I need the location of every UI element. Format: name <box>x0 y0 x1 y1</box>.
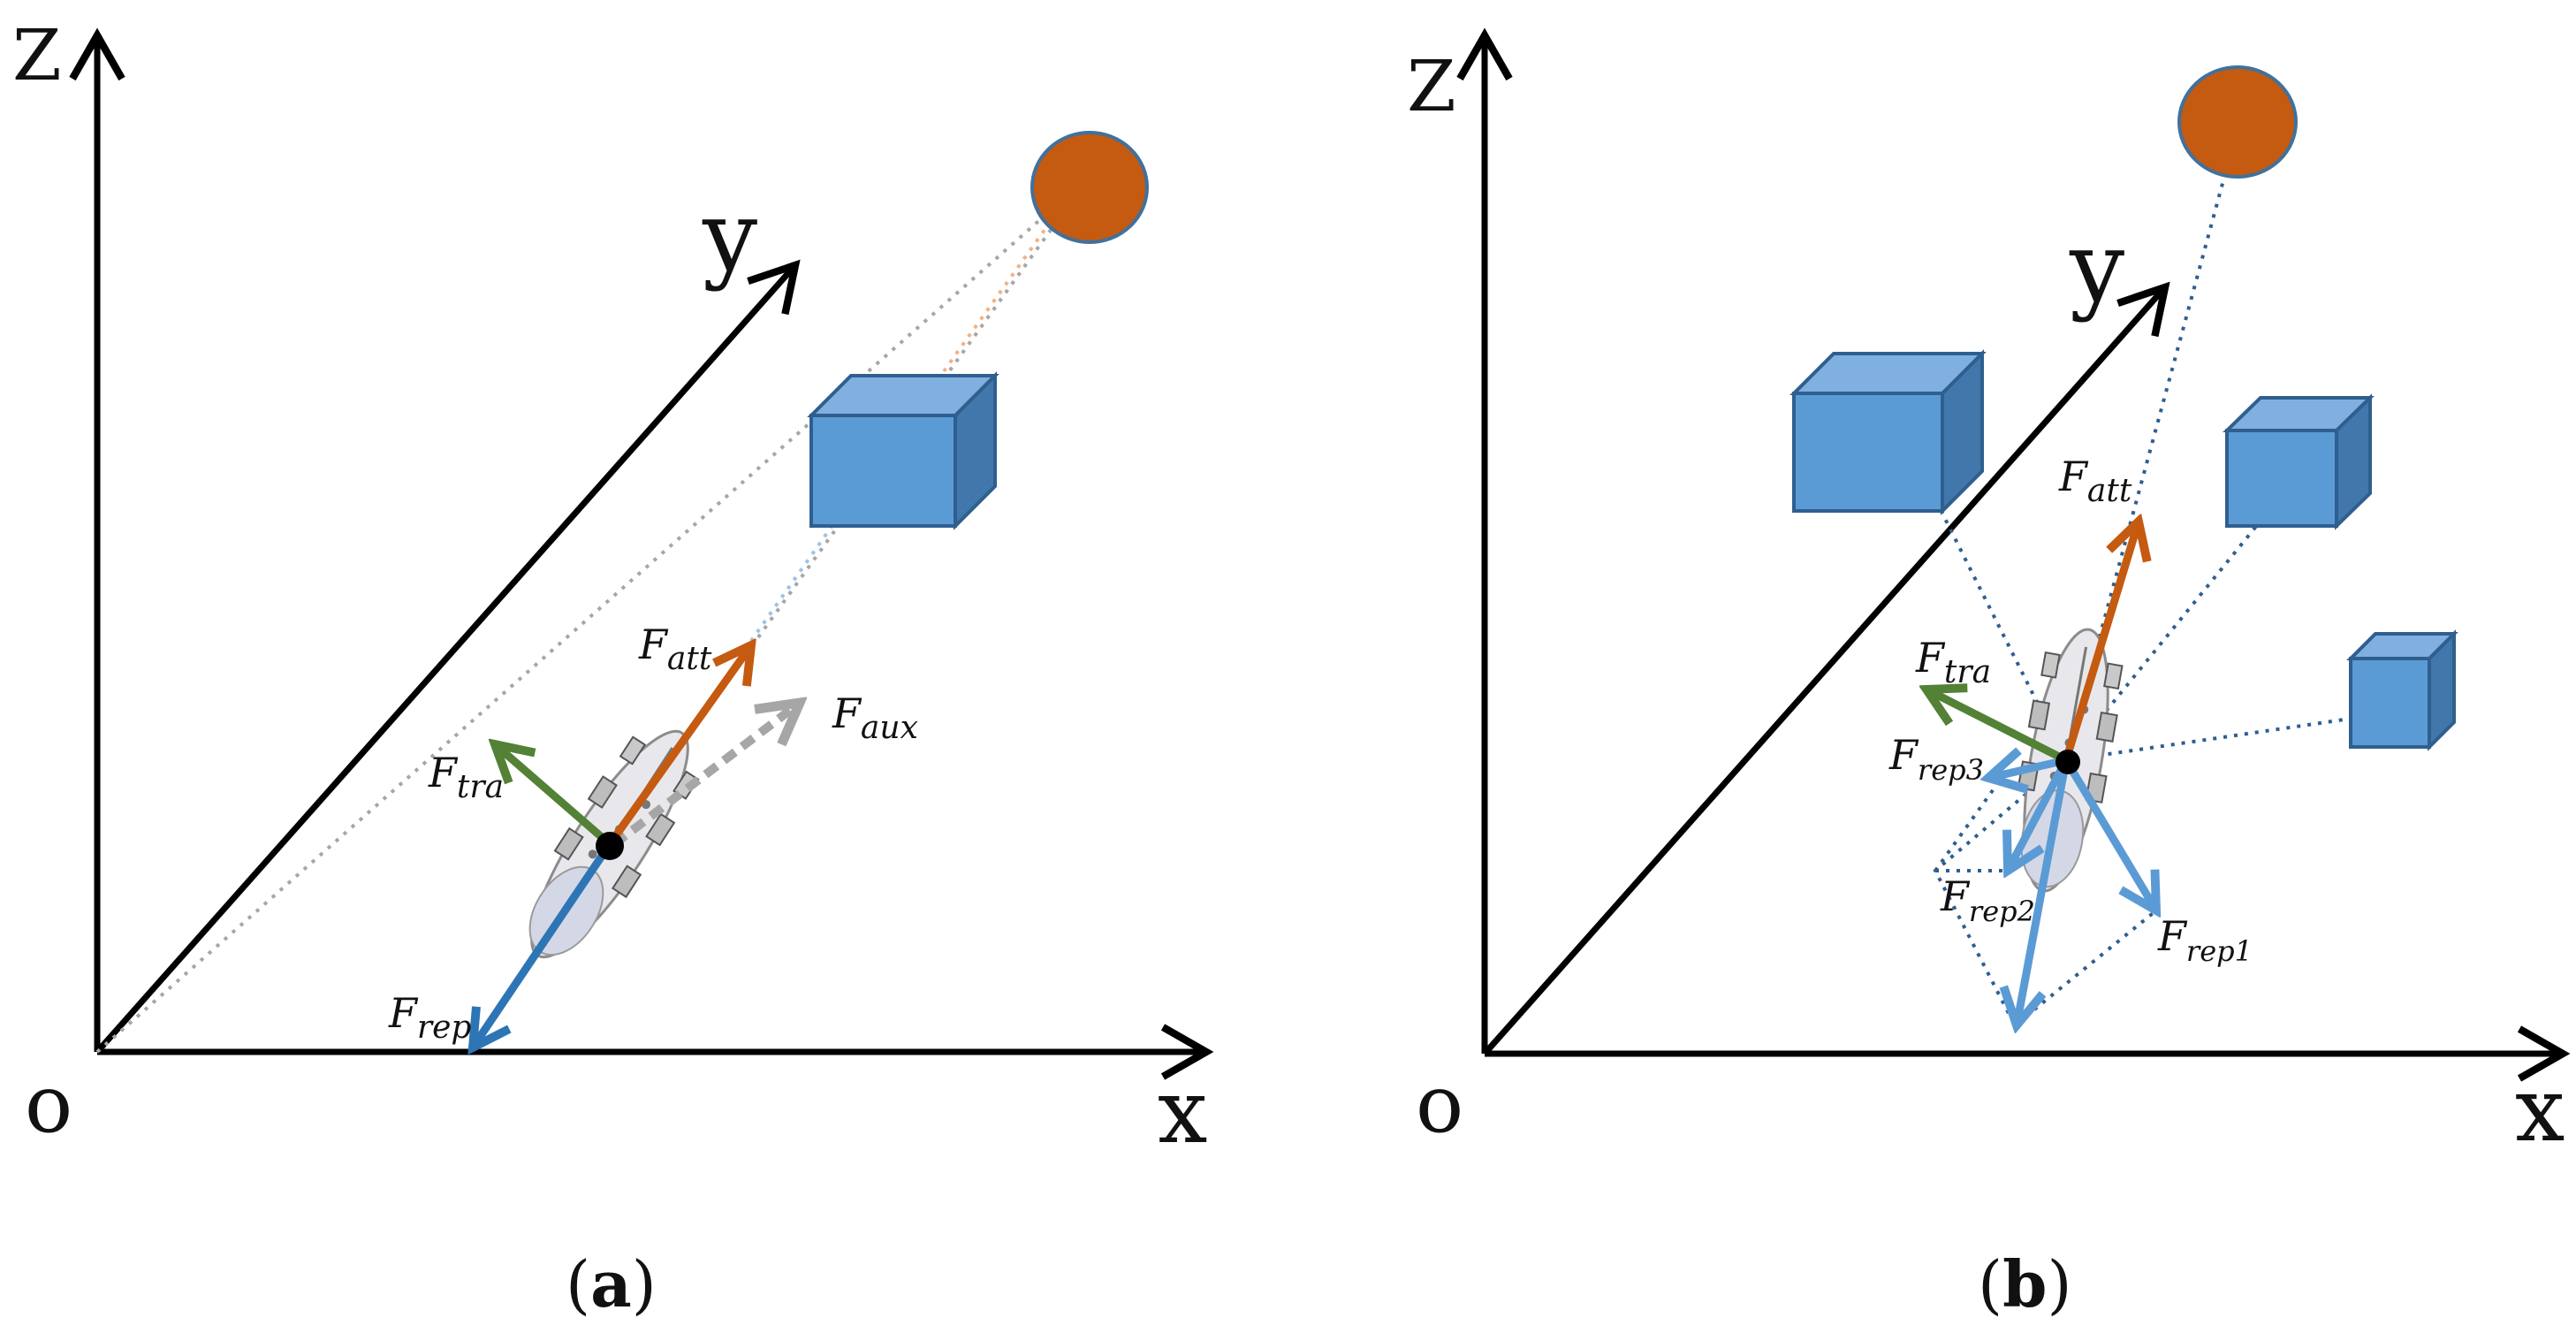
obstacle-cube-icon <box>2346 629 2458 751</box>
x-axis-label: x <box>2515 1058 2565 1162</box>
z-axis-label: Z <box>1407 45 1456 127</box>
guide-box-to-goal <box>942 206 1062 373</box>
obstacle-cube-icon <box>807 371 999 530</box>
f-att-label: Fatt <box>638 621 712 677</box>
f-tra-label: Ftra <box>1915 634 1991 690</box>
y-axis-label: y <box>2069 210 2124 324</box>
goal-circle-icon <box>1030 131 1149 244</box>
y-axis <box>95 259 801 1055</box>
caption-b: (b) <box>1978 1246 2072 1322</box>
guide-robot-to-box <box>749 445 890 643</box>
origin-label: o <box>25 1058 72 1151</box>
robot-center-dot <box>596 832 624 860</box>
f-rep2-label: Frep2 <box>1940 872 2035 928</box>
f-rep3-arrow <box>1988 760 2067 778</box>
f-rep1-label: Frep1 <box>2157 912 2253 968</box>
f-aux-label: Faux <box>832 689 918 746</box>
robot-center-dot <box>2055 750 2080 774</box>
y-axis <box>1482 281 2170 1056</box>
f-tra-label: Ftra <box>428 749 504 805</box>
obstacle-cube-icon <box>2223 393 2375 530</box>
y-axis-label: y <box>702 179 757 293</box>
f-att-label: Fatt <box>2058 453 2132 509</box>
f-att-arrow <box>606 645 751 847</box>
panel-a: Z y x o Fatt Faux <box>12 14 1214 1322</box>
f-aux-arrow <box>611 703 800 848</box>
f-att-arrow <box>2062 522 2139 762</box>
f-rep-arrow <box>473 842 613 1047</box>
f-rep-resultant-arrow <box>2017 759 2071 1025</box>
caption-a: (a) <box>566 1246 657 1322</box>
f-rep-label: Frep <box>388 989 471 1046</box>
obstacle-cube-icon <box>1790 349 1987 515</box>
f-rep2-arrow <box>2008 758 2070 871</box>
f-rep1-arrow <box>2063 758 2156 910</box>
origin-label: o <box>1416 1058 1463 1151</box>
z-axis-label: Z <box>12 14 62 96</box>
panel-b: Z y x o <box>1407 27 2571 1322</box>
f-rep3-label: Frep3 <box>1888 731 1984 787</box>
x-axis-label: x <box>1158 1060 1207 1163</box>
goal-circle-icon <box>2177 65 2298 179</box>
f-tra-arrow <box>495 744 612 848</box>
f-tra-arrow <box>1926 689 2069 765</box>
